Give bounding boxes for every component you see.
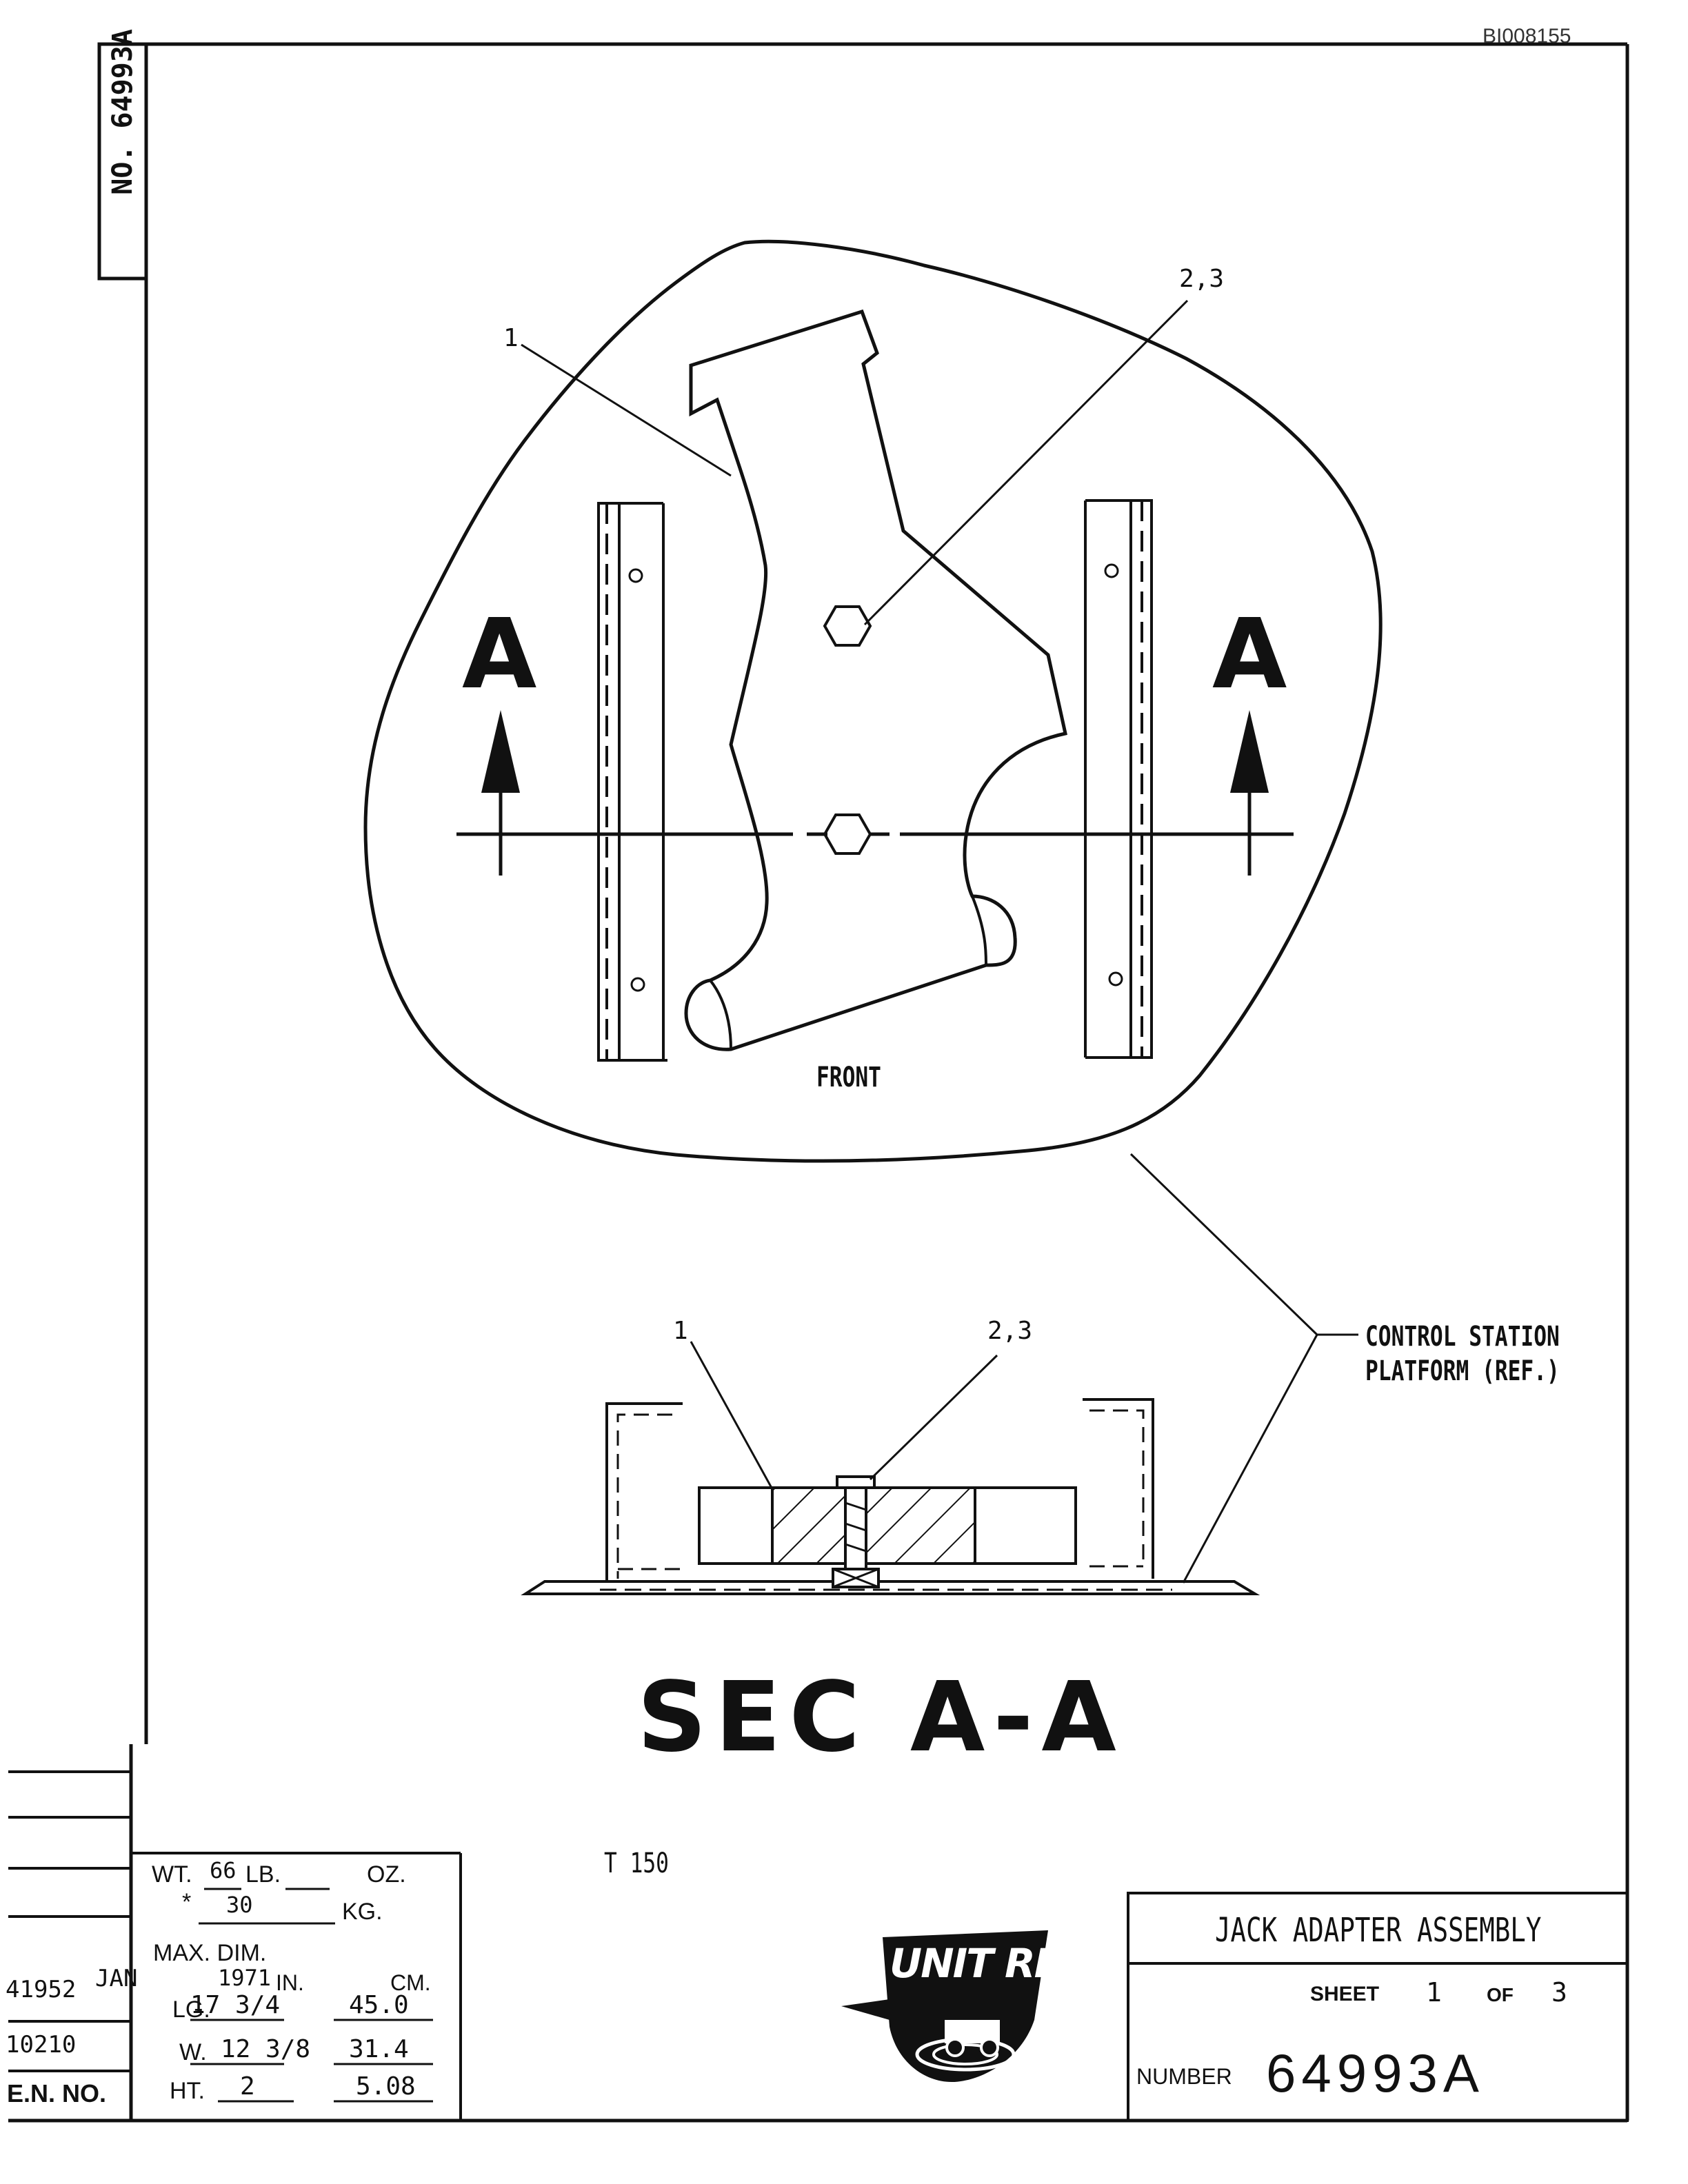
spec-wt-kg: 30 xyxy=(226,1892,253,1918)
spec-ht-in: 2 xyxy=(240,2072,255,2101)
spec-lg-label: LG. xyxy=(172,1996,210,2023)
reference-note-line2: PLATFORM (REF.) xyxy=(1365,1355,1560,1387)
callout-part-1: 1 xyxy=(503,324,519,352)
section-title: SEC A-A xyxy=(637,1661,1125,1774)
spec-lg-cm: 45.0 xyxy=(349,1991,409,2019)
spec-kg-star: * xyxy=(182,1889,192,1915)
spec-ht-cm: 5.08 xyxy=(356,2072,416,2101)
side-number-value: 64993A xyxy=(107,29,139,129)
section-callout-part-1: 1 xyxy=(673,1317,688,1345)
spec-w-cm: 31.4 xyxy=(349,2035,409,2063)
spec-in-unit: IN. xyxy=(276,1970,304,1995)
side-drawing-number: NO. 64993A xyxy=(101,29,145,263)
logo-text: UNIT RIG xyxy=(890,1940,1081,1987)
revision-row1-month: JAN xyxy=(95,1965,138,1992)
number-label: NUMBER xyxy=(1136,2064,1232,2089)
drawing-number: 64993A xyxy=(1266,2043,1485,2103)
spec-kg-unit: KG. xyxy=(342,1899,383,1925)
front-label: FRONT xyxy=(816,1062,881,1093)
spec-wt-lb: 66 xyxy=(210,1857,237,1883)
spec-w-label: W. xyxy=(179,2039,207,2065)
side-number-prefix: NO. xyxy=(107,145,139,195)
sheet-number: 1 xyxy=(1426,1977,1442,2008)
reference-note-line1: CONTROL STATION xyxy=(1365,1321,1560,1353)
spec-max-dim: MAX. DIM. xyxy=(153,1940,267,1966)
spec-w-in: 12 3/8 xyxy=(221,2035,311,2063)
document-id: BI008155 xyxy=(1483,25,1571,48)
sheet-label: SHEET xyxy=(1310,1983,1380,2005)
spec-lb-unit: LB. xyxy=(245,1861,281,1888)
section-mark-left: A xyxy=(462,598,537,711)
revision-en-no: E.N. NO. xyxy=(7,2079,107,2107)
revision-row1: 41952 xyxy=(6,1976,77,2003)
section-callout-fastener-2-3: 2,3 xyxy=(987,1317,1033,1345)
callout-fastener-2-3: 2,3 xyxy=(1179,265,1225,293)
unit-rig-logo: UNIT RIG xyxy=(841,1923,1081,2089)
section-mark-right: A xyxy=(1212,598,1287,711)
revision-row1-year: 1971 xyxy=(218,1965,272,1991)
unit-rig-logo-emblem xyxy=(841,1930,1048,2082)
spec-cm-unit: CM. xyxy=(390,1970,431,1995)
sheet-of-label: OF xyxy=(1487,1984,1514,2005)
drawing-title: JACK ADAPTER ASSEMBLY xyxy=(1215,1911,1542,1950)
sheet-total: 3 xyxy=(1551,1977,1567,2008)
model-number: T 150 xyxy=(604,1848,669,1879)
spec-lg-in: 17 3/4 xyxy=(190,1991,281,2019)
revision-row2: 10210 xyxy=(6,2031,77,2059)
spec-wt-label: WT. xyxy=(152,1861,192,1888)
spec-ht-label: HT. xyxy=(170,2078,205,2104)
spec-oz-unit: OZ. xyxy=(367,1861,406,1888)
